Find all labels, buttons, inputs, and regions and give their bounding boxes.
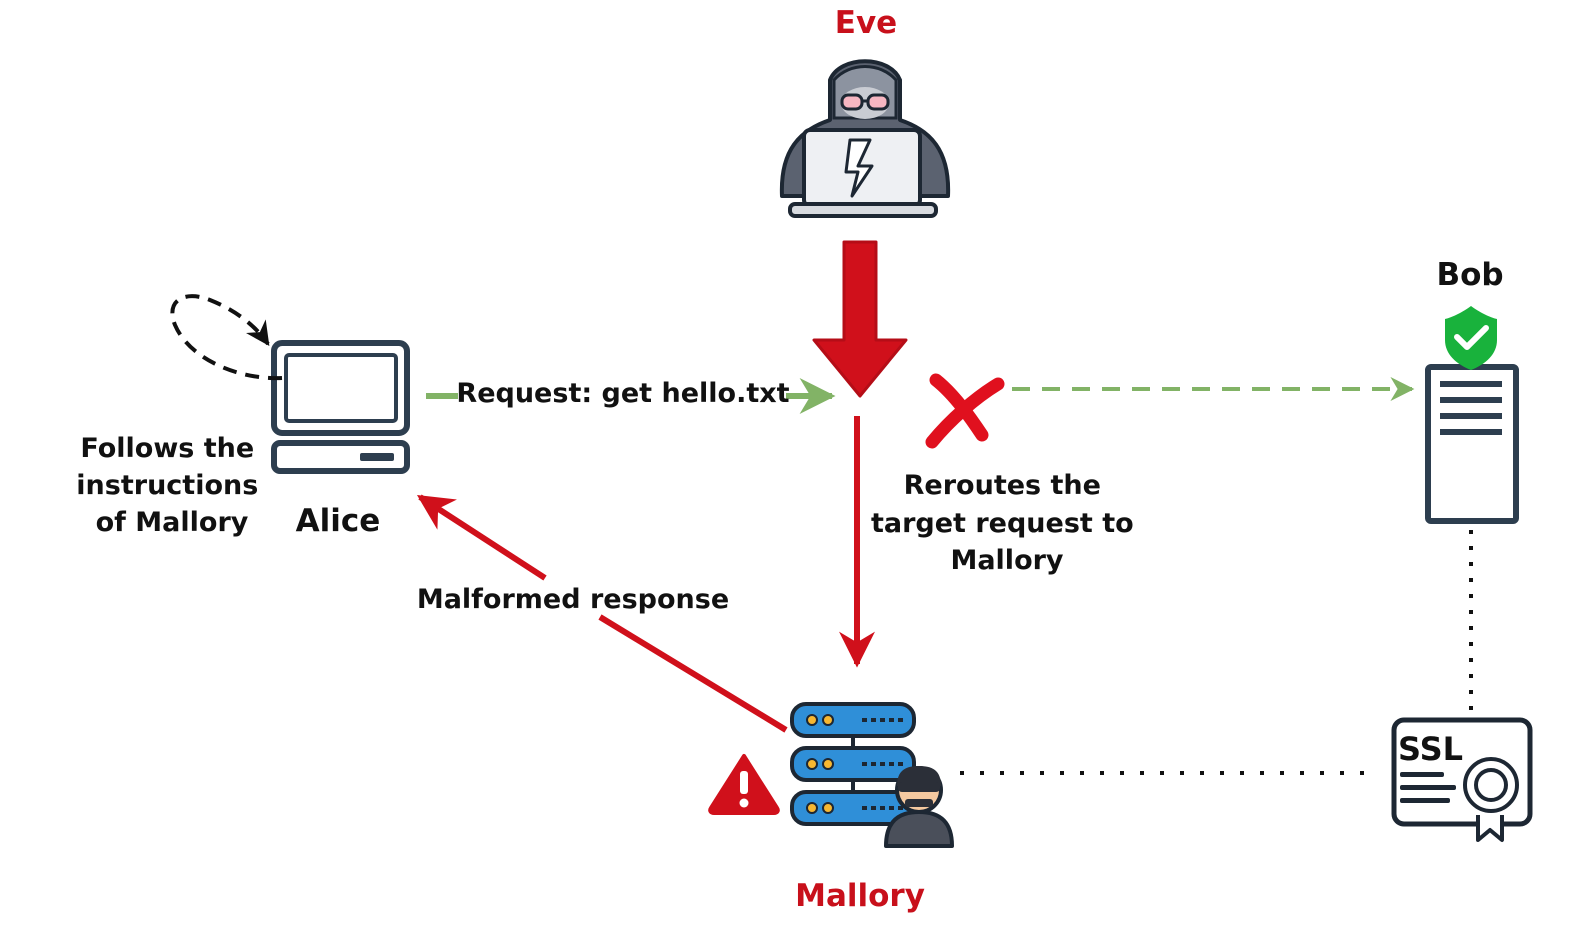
bob-label: Bob — [1436, 257, 1503, 293]
reroute-note-line-1: Reroutes the — [904, 470, 1101, 501]
malformed-response-arrow-tail — [598, 614, 788, 733]
alice-label: Alice — [296, 503, 381, 539]
malformed-response-arrow-head — [416, 494, 547, 581]
shield-check-icon — [1445, 306, 1497, 370]
alice-computer-icon — [271, 340, 410, 474]
bob-server-icon — [1425, 364, 1519, 524]
eve-label: Eve — [835, 5, 897, 41]
ssl-certificate-icon: SSL — [1391, 717, 1533, 842]
alice-self-loop-arrow — [170, 294, 283, 381]
red-x-icon — [925, 373, 1005, 449]
malformed-response-label: Malformed response — [417, 584, 729, 615]
reroute-note: Reroutes the target request to Mallory — [871, 470, 1143, 576]
reroute-note-line-2: target request to — [871, 508, 1134, 539]
alice-note-line-1: Follows the — [80, 433, 254, 464]
masked-hacker-icon — [884, 766, 954, 848]
eve-icon — [779, 59, 951, 218]
eve-attack-arrow — [812, 240, 908, 398]
request-label: Request: get hello.txt — [456, 378, 789, 409]
alice-note-line-3: of Mallory — [96, 507, 249, 538]
reroute-note-line-3: Mallory — [950, 545, 1063, 576]
mallory-label: Mallory — [795, 878, 925, 914]
warning-triangle-icon — [708, 754, 780, 815]
alice-note: Follows the instructions of Mallory — [76, 433, 267, 538]
ssl-text: SSL — [1398, 730, 1463, 768]
alice-note-line-2: instructions — [76, 470, 258, 501]
mallory-server-icon — [790, 702, 916, 826]
